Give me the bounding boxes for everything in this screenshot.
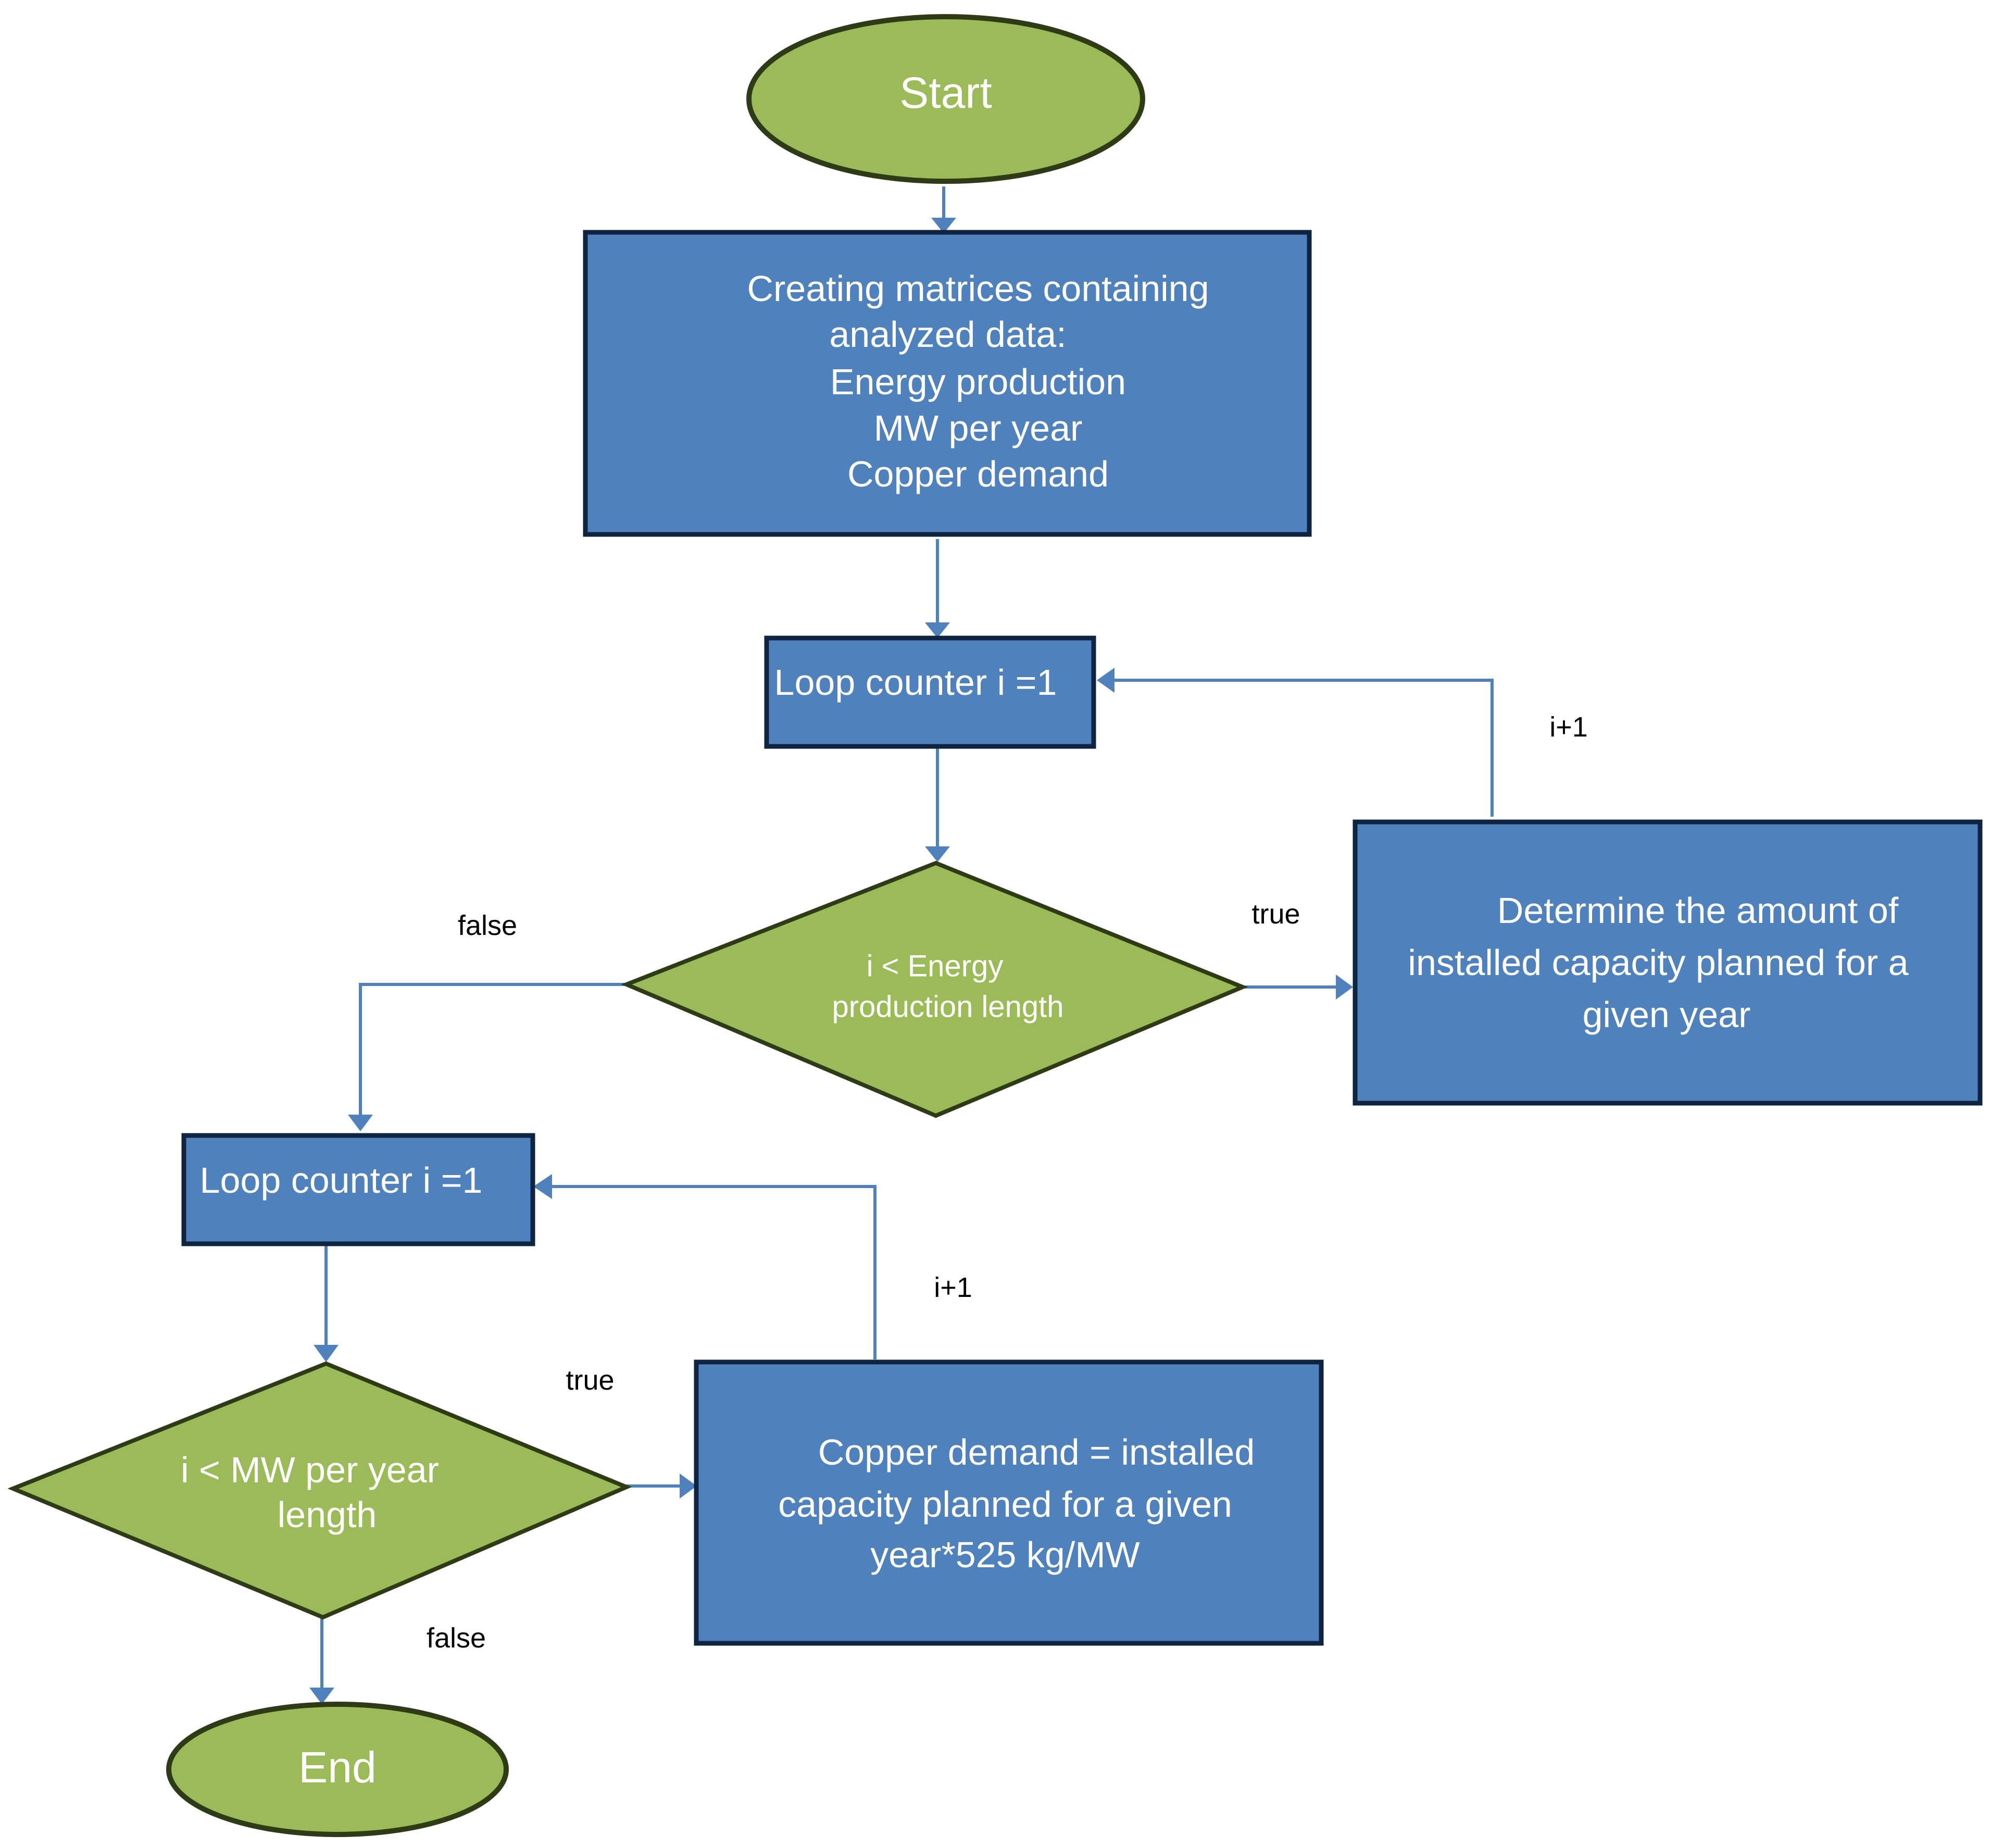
connector-decision-false xyxy=(359,983,625,1115)
arrowhead xyxy=(925,622,950,638)
create-matrices-line: Energy production xyxy=(830,361,1126,402)
create-matrices-node: Creating matrices containing analyzed da… xyxy=(583,230,1312,537)
arrowhead xyxy=(931,218,956,233)
edge-label-energy-false: false xyxy=(458,910,517,941)
edge-label-mw-false: false xyxy=(427,1622,486,1654)
decision-energy-diamond xyxy=(621,860,1248,1118)
loop-counter-2-box xyxy=(181,1133,535,1246)
determine-capacity-line: Determine the amount of xyxy=(1497,890,1899,931)
create-matrices-line: MW per year xyxy=(874,408,1083,448)
determine-capacity-node: Determine the amount of installed capaci… xyxy=(1353,819,1983,1106)
arrowhead xyxy=(533,1174,552,1199)
arrowhead xyxy=(348,1115,373,1131)
create-matrices-line: Copper demand xyxy=(847,454,1109,494)
determine-capacity-line: installed capacity planned for a xyxy=(1408,942,1908,983)
edge-label-energy-true: true xyxy=(1251,898,1300,930)
copper-demand-line: capacity planned for a given xyxy=(778,1484,1232,1525)
arrowhead xyxy=(680,1474,697,1499)
arrowhead xyxy=(314,1345,339,1362)
loop-counter-1-label: Loop counter i =1 xyxy=(774,662,1057,703)
decision-mw-diamond xyxy=(7,1361,632,1620)
decision-mw-line: i < MW per year xyxy=(181,1450,439,1490)
arrowhead xyxy=(1336,975,1353,1000)
end-node: End xyxy=(166,1702,509,1837)
loop-counter-1-box xyxy=(764,635,1096,749)
create-matrices-box xyxy=(583,230,1312,537)
decision-mw-node: i < MW per year length xyxy=(7,1361,632,1620)
end-oval xyxy=(166,1702,509,1837)
determine-capacity-box xyxy=(1353,819,1983,1106)
decision-energy-line: production length xyxy=(832,990,1064,1024)
start-oval xyxy=(746,14,1145,184)
decision-energy-node: i < Energy production length xyxy=(621,860,1248,1118)
copper-demand-line: Copper demand = installed xyxy=(818,1432,1255,1472)
loop-counter-2-node: Loop counter i =1 xyxy=(181,1133,535,1246)
arrowhead xyxy=(925,846,950,862)
edge-label-mw-increment: i+1 xyxy=(934,1272,972,1303)
decision-mw-line: length xyxy=(278,1494,377,1535)
connector-increment-loop2 xyxy=(552,1185,876,1359)
decision-energy-line: i < Energy xyxy=(867,950,1004,983)
copper-demand-box xyxy=(694,1359,1324,1646)
start-node: Start xyxy=(746,14,1145,184)
copper-demand-line: year*525 kg/MW xyxy=(870,1534,1139,1575)
arrowhead xyxy=(309,1688,334,1704)
create-matrices-line: Creating matrices containing xyxy=(747,268,1209,309)
create-matrices-line: analyzed data: xyxy=(829,314,1066,355)
edge-labels: false true i+1 true false i+1 xyxy=(427,711,1588,1654)
loop-counter-1-node: Loop counter i =1 xyxy=(764,635,1096,749)
connectors xyxy=(309,186,1494,1704)
arrowhead xyxy=(1097,668,1115,693)
loop-counter-2-label: Loop counter i =1 xyxy=(200,1160,483,1201)
copper-demand-node: Copper demand = installed capacity plann… xyxy=(694,1359,1324,1646)
edge-label-energy-increment: i+1 xyxy=(1549,711,1588,743)
edge-label-mw-true: true xyxy=(566,1365,614,1396)
connector-increment-loop1 xyxy=(1115,679,1494,817)
end-label: End xyxy=(298,1743,376,1792)
determine-capacity-line: given year xyxy=(1583,994,1751,1035)
start-label: Start xyxy=(899,68,992,117)
